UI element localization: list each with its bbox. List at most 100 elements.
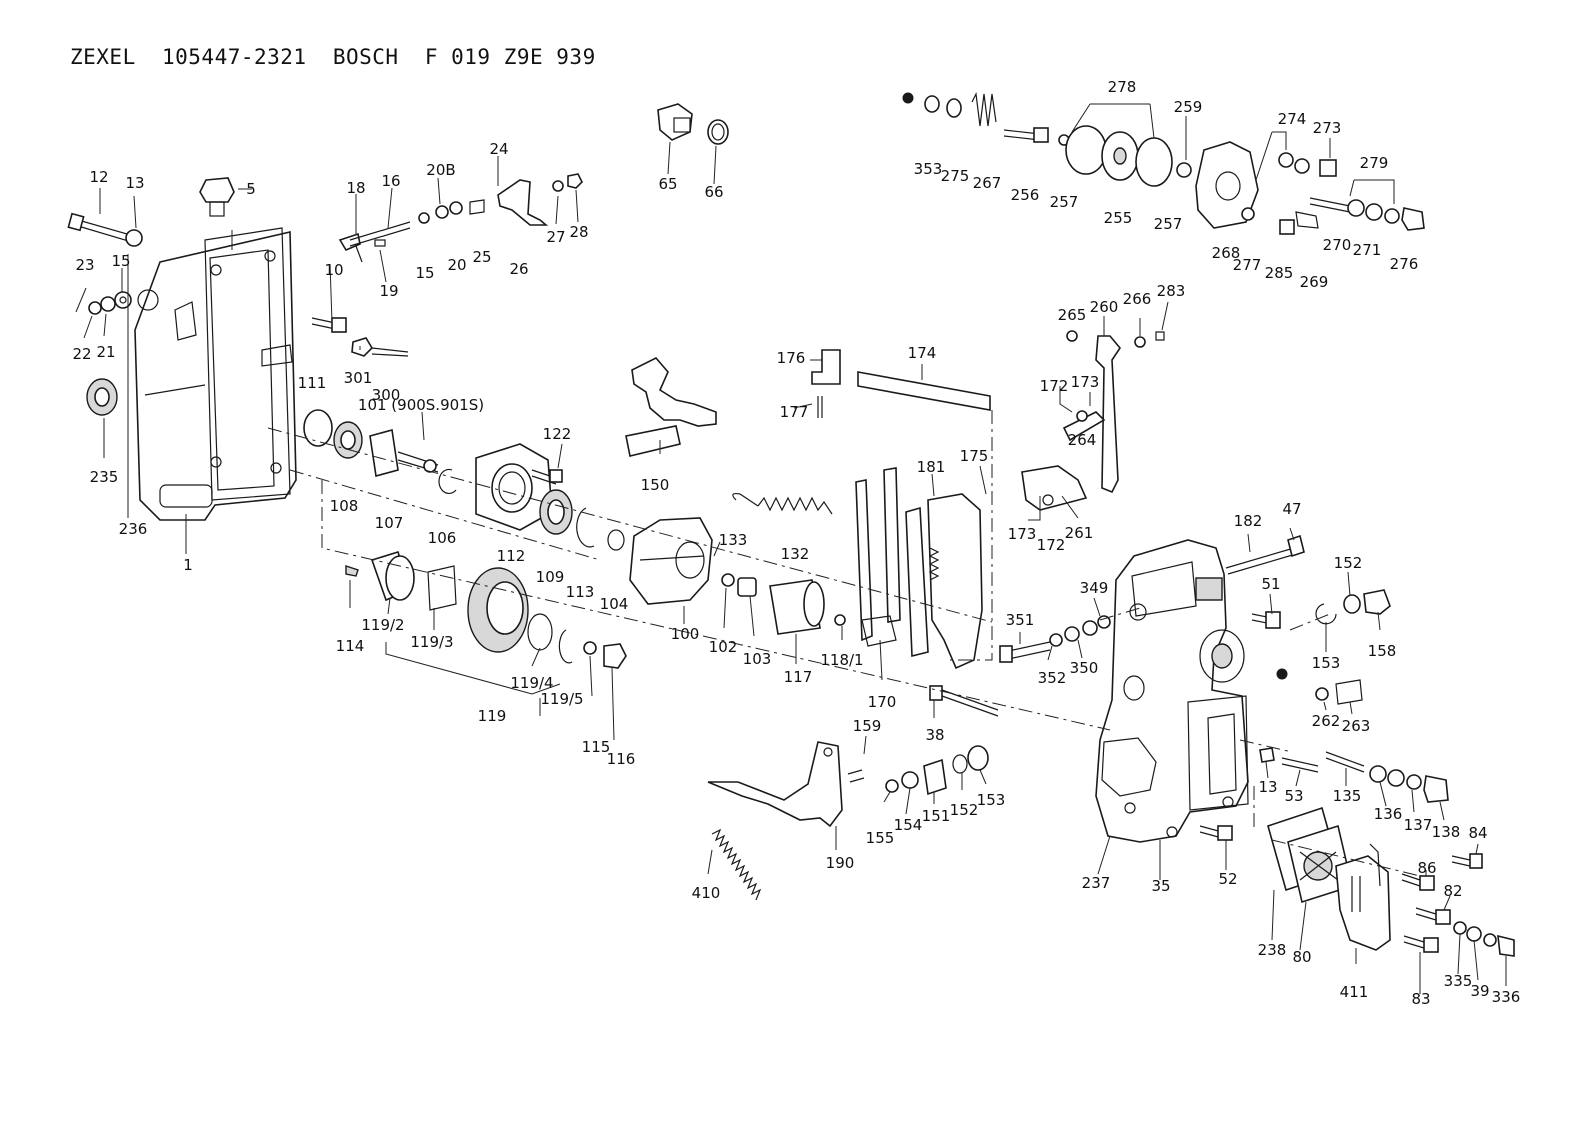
callout-label: 263: [1342, 717, 1371, 735]
callout-label: 255: [1104, 209, 1133, 227]
callout-label: 53: [1284, 787, 1303, 805]
callout-label: 174: [908, 344, 937, 362]
callout-label: 27: [546, 228, 565, 246]
callout-label: 35: [1151, 877, 1170, 895]
callout-label: 15: [415, 264, 434, 282]
callout-label: 119/5: [540, 690, 583, 708]
callout-label: 152: [1334, 554, 1363, 572]
callout-label: 119/2: [361, 616, 404, 634]
callout-label: 238: [1258, 941, 1287, 959]
callout-label: 65: [658, 175, 677, 193]
callout-label: 112: [497, 547, 526, 565]
callout-label: 1: [183, 556, 193, 574]
callout-label: 16: [381, 172, 400, 190]
callout-label: 262: [1312, 712, 1341, 730]
callout-label: 350: [1070, 659, 1099, 677]
callout-label: 18: [346, 179, 365, 197]
callout-label: 273: [1313, 119, 1342, 137]
callout-label: 113: [566, 583, 595, 601]
callout-label: 353: [914, 160, 943, 178]
callout-label: 261: [1065, 524, 1094, 542]
callout-label: 155: [866, 829, 895, 847]
callout-label: 277: [1233, 256, 1262, 274]
callout-label: 235: [90, 468, 119, 486]
assembly-axes: [267, 410, 1421, 877]
callout-label: 170: [868, 693, 897, 711]
callout-label: 137: [1404, 816, 1433, 834]
callout-label: 20: [447, 256, 466, 274]
line-art: [67, 91, 1515, 957]
callout-label: 109: [536, 568, 565, 586]
callout-label: 260: [1090, 298, 1119, 316]
callout-label: 114: [336, 637, 365, 655]
callout-label: 153: [1312, 654, 1341, 672]
callout-label: 102: [709, 638, 738, 656]
callout-label: 108: [330, 497, 359, 515]
callout-label: 122: [543, 425, 572, 443]
callout-label: 13: [1258, 778, 1277, 796]
callout-label: 10: [324, 261, 343, 279]
callout-label: 173: [1071, 373, 1100, 391]
callout-label: 152: [950, 801, 979, 819]
callout-label: 25: [472, 248, 491, 266]
callout-label: 119/4: [510, 674, 553, 692]
callout-label: 181: [917, 458, 946, 476]
bolt-12-13-drawing: [67, 212, 143, 247]
callout-label: 154: [894, 816, 923, 834]
callout-label: 111: [298, 374, 327, 392]
callout-label: 116: [607, 750, 636, 768]
callout-label: 177: [780, 403, 809, 421]
callout-label: 257: [1050, 193, 1079, 211]
callout-label: 12: [89, 168, 108, 186]
callout-label: 66: [704, 183, 723, 201]
callout-label: 153: [977, 791, 1006, 809]
callout-label: 182: [1234, 512, 1263, 530]
callout-label: 269: [1300, 273, 1329, 291]
callout-label: 236: [119, 520, 148, 538]
callout-label: 104: [600, 595, 629, 613]
callout-label: 47: [1282, 500, 1301, 518]
callout-label: 100: [671, 625, 700, 643]
cover-plate-drawing: [134, 227, 297, 521]
callout-label: 82: [1443, 882, 1462, 900]
callout-label: 175: [960, 447, 989, 465]
callout-label: 276: [1390, 255, 1419, 273]
callout-label: 349: [1080, 579, 1109, 597]
callout-label: 172: [1040, 377, 1069, 395]
callout-label: 336: [1492, 988, 1521, 1006]
callout-label: 410: [692, 884, 721, 902]
callout-label: 38: [925, 726, 944, 744]
callout-label: 132: [781, 545, 810, 563]
callout-label: 190: [826, 854, 855, 872]
callout-label: 257: [1154, 215, 1183, 233]
callout-label: 176: [777, 349, 806, 367]
callout-label: 26: [509, 260, 528, 278]
callout-label: 270: [1323, 236, 1352, 254]
callout-label: 351: [1006, 611, 1035, 629]
callout-label: 301: [344, 369, 373, 387]
callout-label: 237: [1082, 874, 1111, 892]
callout-label: 117: [784, 668, 813, 686]
callout-label: 275: [941, 167, 970, 185]
callout-label: 267: [973, 174, 1002, 192]
callout-label: 119/3: [410, 633, 453, 651]
callout-label: 335: [1444, 972, 1473, 990]
callout-label: 300: [372, 386, 401, 404]
diagram-title: ZEXEL 105447-2321 BOSCH F 019 Z9E 939: [70, 45, 596, 69]
callout-label: 172: [1037, 536, 1066, 554]
callout-label: 51: [1261, 575, 1280, 593]
callout-label: 118/1: [820, 651, 863, 669]
callout-label: 136: [1374, 805, 1403, 823]
callout-label: 19: [379, 282, 398, 300]
callout-label: 107: [375, 514, 404, 532]
callout-label: 101 (900S.901S): [358, 396, 484, 414]
callout-label: 83: [1411, 990, 1430, 1008]
callout-label: 84: [1468, 824, 1487, 842]
callout-label: 283: [1157, 282, 1186, 300]
plug-5-drawing: [199, 177, 235, 217]
callout-label: 28: [569, 223, 588, 241]
callout-label: 278: [1108, 78, 1137, 96]
callout-label: 264: [1068, 431, 1097, 449]
callout-label: 259: [1174, 98, 1203, 116]
